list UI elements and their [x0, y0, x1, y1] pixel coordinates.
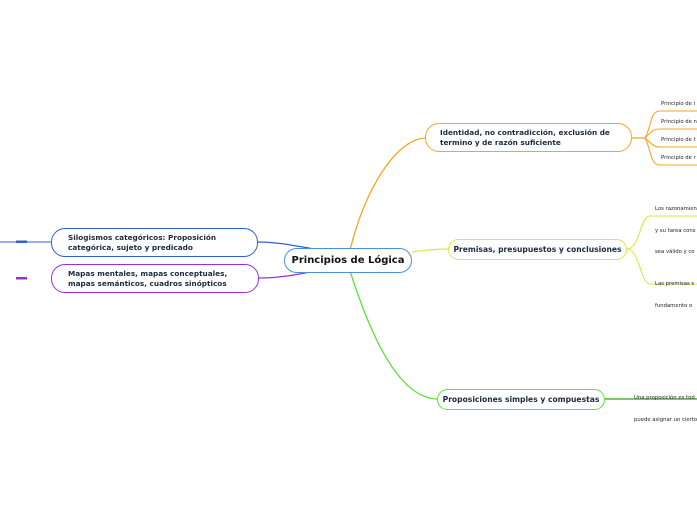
- topic-mapas-line2: mapas semánticos, cuadros sinópticos: [68, 278, 227, 288]
- central-topic[interactable]: Principios de Lógica: [284, 248, 412, 273]
- subtopic-proposicion-desc[interactable]: Una proposición es tod puede asignar un …: [634, 381, 697, 431]
- subtopic-proposicion-desc-line1: Una proposición es tod: [634, 395, 695, 402]
- subtopic-principio-n1[interactable]: Principio de n: [661, 119, 697, 125]
- link-center-proposiciones: [349, 270, 438, 400]
- silogismos-collapse-marker: [16, 240, 27, 243]
- topic-silogismos-line2: categórica, sujeto y predicado: [68, 242, 193, 252]
- topic-mapas-line1: Mapas mentales, mapas conceptuales,: [68, 268, 228, 278]
- link-leaf-n1: [644, 128, 697, 139]
- subtopic-premisas-desc[interactable]: Las premisas s fundamento o: [655, 267, 697, 317]
- link-center-premisas: [411, 248, 449, 253]
- subtopic-principio-t[interactable]: Principio de t: [661, 137, 696, 143]
- subtopic-principio-i[interactable]: Principio de i: [661, 101, 696, 107]
- topic-proposiciones[interactable]: Proposiciones simples y compuestas: [437, 389, 605, 410]
- central-topic-label: Principios de Lógica: [291, 255, 405, 266]
- link-leaf-i: [644, 110, 697, 139]
- topic-mapas[interactable]: Mapas mentales, mapas conceptuales, mapa…: [51, 264, 259, 293]
- topic-proposiciones-label: Proposiciones simples y compuestas: [442, 395, 600, 404]
- subtopic-principio-r[interactable]: Principio de r: [661, 155, 696, 161]
- subtopic-premisas-desc-line2: fundamento o: [655, 302, 693, 309]
- link-leaf-r: [644, 137, 697, 166]
- link-premisas-leaf1: [626, 215, 697, 250]
- subtopic-proposicion-desc-line2: puede asignar un cierto: [634, 416, 697, 423]
- topic-identidad[interactable]: Identidad, no contradicción, exclusión d…: [425, 123, 632, 152]
- subtopic-premisas-desc-line1: Las premisas s: [655, 281, 695, 288]
- topic-premisas[interactable]: Premisas, presupuestos y conclusiones: [448, 239, 627, 260]
- topic-identidad-line2: termino y de razón suficiente: [440, 137, 561, 147]
- topic-premisas-label: Premisas, presupuestos y conclusiones: [453, 245, 622, 254]
- link-premisas-leaf2: [626, 248, 697, 285]
- subtopic-razonamientos-line2: y su tarea cons: [655, 227, 696, 234]
- subtopic-razonamientos[interactable]: Los razonamien y su tarea cons sea válid…: [655, 192, 697, 263]
- topic-silogismos[interactable]: Silogismos categóricos: Proposición cate…: [51, 228, 258, 257]
- topic-identidad-line1: Identidad, no contradicción, exclusión d…: [440, 127, 610, 137]
- topic-silogismos-line1: Silogismos categóricos: Proposición: [68, 232, 217, 242]
- link-center-identidad: [349, 137, 426, 251]
- subtopic-razonamientos-line3: sea válido y co: [655, 249, 695, 256]
- link-leaf-t: [644, 137, 697, 148]
- mapas-collapse-marker: [16, 277, 27, 280]
- subtopic-razonamientos-line1: Los razonamien: [655, 206, 697, 213]
